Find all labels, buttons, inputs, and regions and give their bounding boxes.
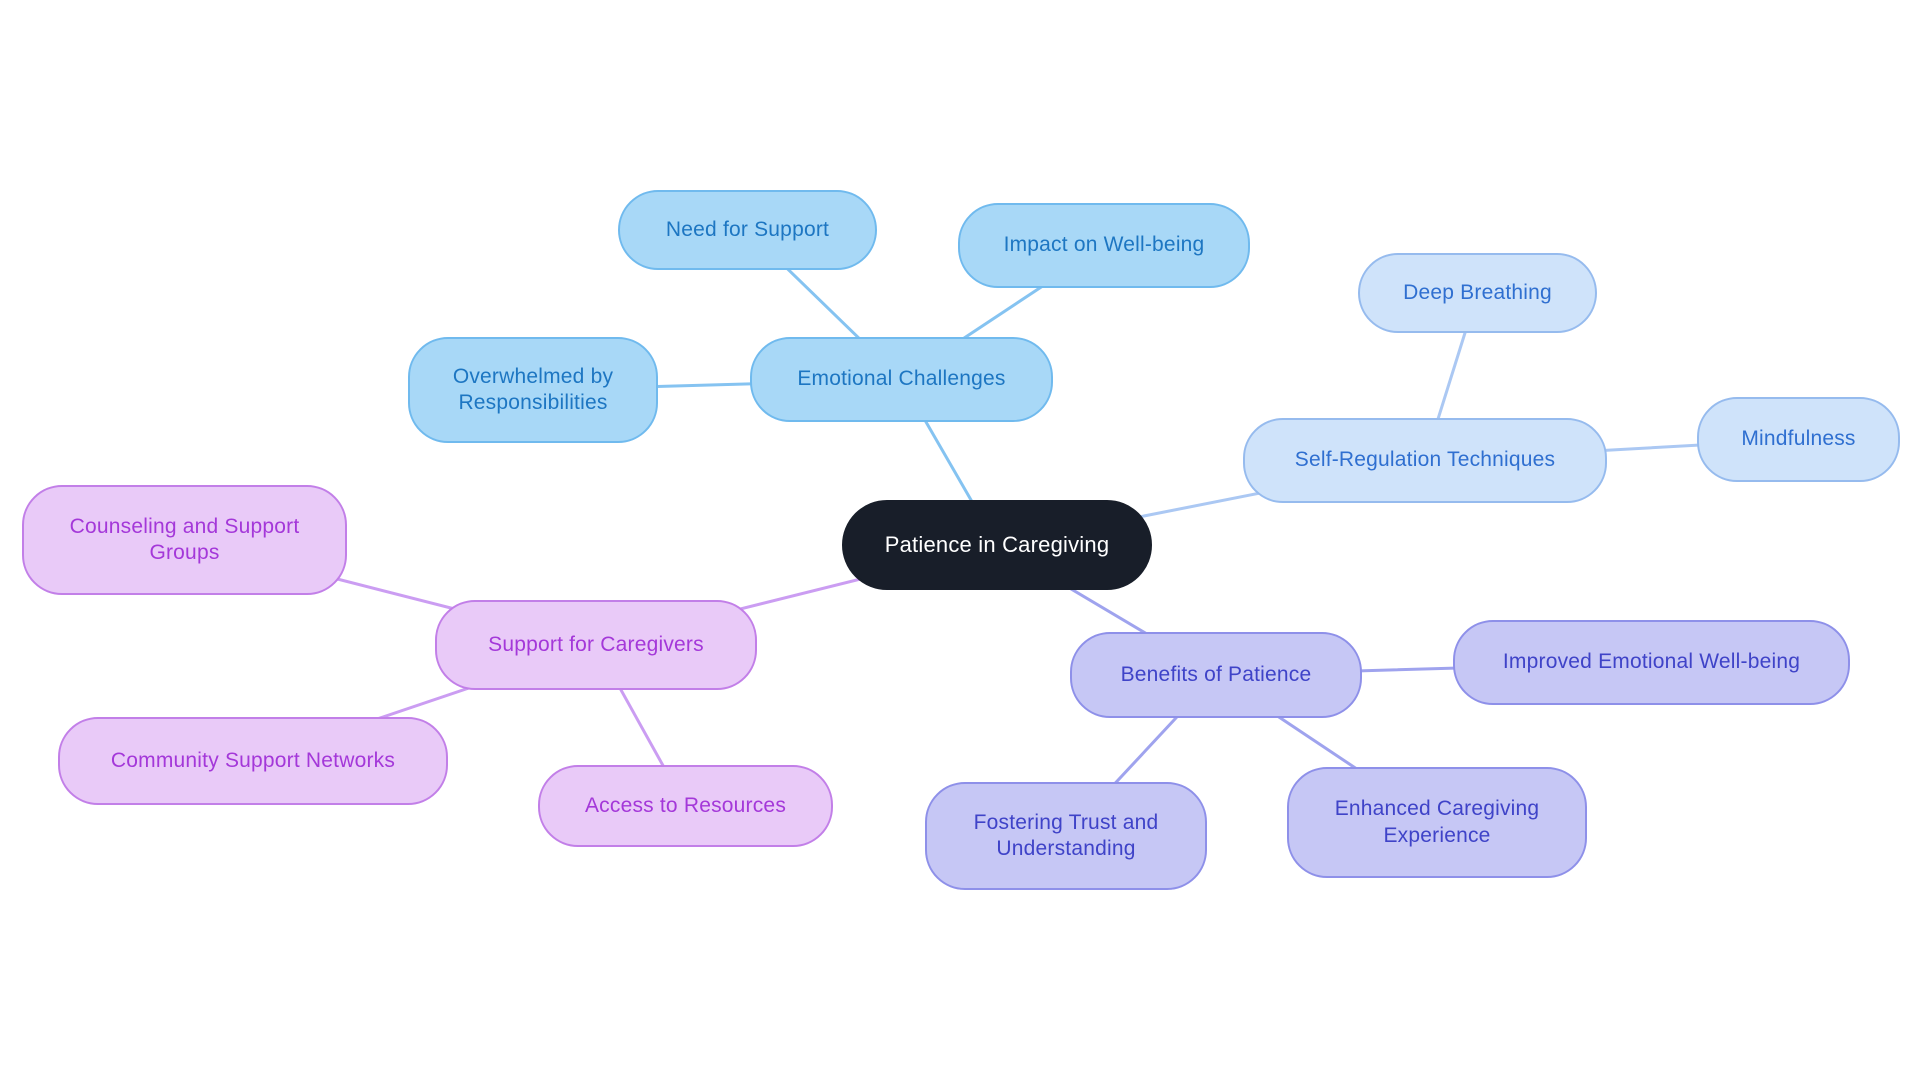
node-label: Enhanced Caregiving Experience <box>1334 797 1540 847</box>
node-label: Access to Resources <box>584 793 787 817</box>
node-enhanced-caregiving-experience[interactable]: Enhanced Caregiving Experience <box>1287 767 1587 878</box>
node-emotional-challenges[interactable]: Emotional Challenges <box>750 337 1053 422</box>
node-impact-on-well-being[interactable]: Impact on Well-being <box>958 203 1250 288</box>
node-label: Benefits of Patience <box>1120 662 1312 686</box>
node-label: Counseling and Support Groups <box>69 514 300 564</box>
node-label: Mindfulness <box>1741 427 1856 451</box>
node-label: Improved Emotional Well-being <box>1502 650 1801 674</box>
node-self-regulation-techniques[interactable]: Self-Regulation Techniques <box>1243 418 1607 503</box>
node-community-support-networks[interactable]: Community Support Networks <box>58 717 448 805</box>
node-label: Emotional Challenges <box>797 367 1006 391</box>
node-label: Impact on Well-being <box>1003 233 1205 257</box>
node-label: Deep Breathing <box>1403 280 1552 304</box>
node-label: Community Support Networks <box>110 748 396 772</box>
node-label: Need for Support <box>665 217 830 241</box>
node-deep-breathing[interactable]: Deep Breathing <box>1358 253 1597 333</box>
node-overwhelmed-by-responsibilities[interactable]: Overwhelmed by Responsibilities <box>408 337 658 443</box>
node-label: Self-Regulation Techniques <box>1294 448 1556 472</box>
node-mindfulness[interactable]: Mindfulness <box>1697 397 1900 482</box>
node-label: Fostering Trust and Understanding <box>973 810 1159 860</box>
node-fostering-trust-and-understanding[interactable]: Fostering Trust and Understanding <box>925 782 1207 890</box>
node-need-for-support[interactable]: Need for Support <box>618 190 877 270</box>
node-patience-in-caregiving[interactable]: Patience in Caregiving <box>842 500 1152 590</box>
node-improved-emotional-well-being[interactable]: Improved Emotional Well-being <box>1453 620 1850 705</box>
node-label: Overwhelmed by Responsibilities <box>452 364 614 414</box>
node-support-for-caregivers[interactable]: Support for Caregivers <box>435 600 757 690</box>
node-access-to-resources[interactable]: Access to Resources <box>538 765 833 847</box>
node-label: Patience in Caregiving <box>884 532 1110 558</box>
node-label: Support for Caregivers <box>488 632 704 656</box>
node-counseling-and-support-groups[interactable]: Counseling and Support Groups <box>22 485 347 595</box>
node-benefits-of-patience[interactable]: Benefits of Patience <box>1070 632 1362 718</box>
